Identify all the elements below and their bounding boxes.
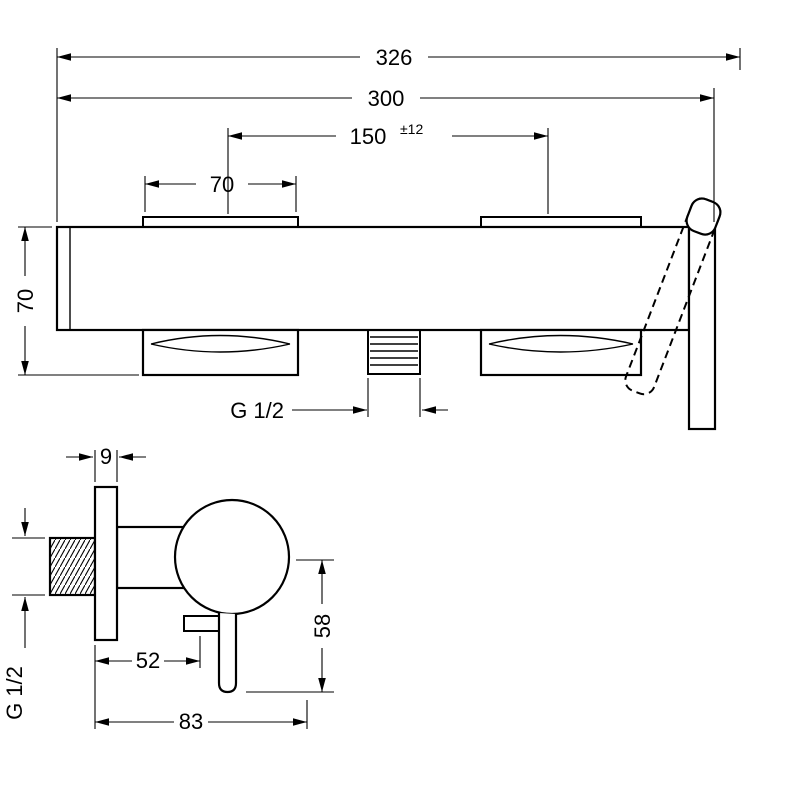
dimension-escutcheon-width: 70 — [145, 172, 296, 197]
dimension-wall-to-lever: 52 — [95, 648, 200, 673]
lever-arm-side — [183, 615, 219, 632]
front-thread-label: G 1/2 — [230, 398, 284, 423]
dim-overall-width-label: 326 — [376, 45, 413, 70]
wall-plate — [93, 485, 119, 642]
dimension-plate-thickness: 9 — [66, 444, 146, 469]
dimension-lever-drop: 58 — [310, 560, 335, 692]
lever — [624, 197, 722, 396]
lever-grip-side — [217, 613, 238, 694]
dim-hose-centers-label: 150 — [350, 124, 387, 149]
right-mount-top — [480, 216, 642, 228]
side-thread-callout: G 1/2 — [2, 508, 29, 720]
handle-base — [687, 225, 717, 431]
dim-escutcheon-width-label: 70 — [210, 172, 234, 197]
right-escutcheon — [479, 328, 643, 377]
wall-thread-nipple — [48, 536, 97, 597]
dim-body-width-label: 300 — [368, 86, 405, 111]
side-thread-label: G 1/2 — [2, 666, 27, 720]
front-thread-callout: G 1/2 — [230, 398, 448, 423]
outlet-thread — [367, 329, 421, 375]
dimension-body-height: 70 — [13, 227, 38, 375]
dimension-hose-centers: 150 ±12 — [228, 121, 548, 149]
lever-grip-end — [685, 197, 722, 236]
dimension-overall-width: 326 — [57, 45, 740, 70]
dim-lever-drop-label: 58 — [310, 614, 335, 638]
dim-wall-to-lever-label: 52 — [136, 648, 160, 673]
mixer-body — [55, 225, 691, 332]
valve-body-circle — [173, 498, 291, 616]
left-mount-top — [142, 216, 299, 228]
dimension-body-width: 300 — [57, 86, 714, 111]
dim-hose-centers-tolerance-label: ±12 — [400, 121, 423, 137]
side-view: 9 G 1/2 52 83 58 — [2, 444, 335, 734]
dimension-total-depth: 83 — [95, 709, 307, 734]
dim-plate-thickness-label: 9 — [100, 444, 112, 469]
left-escutcheon — [141, 328, 300, 377]
dim-total-depth-label: 83 — [179, 709, 203, 734]
dim-body-height-label: 70 — [13, 289, 38, 313]
front-view: 326 300 150 ±12 70 70 — [13, 45, 741, 431]
front-extension-lines — [18, 48, 741, 417]
